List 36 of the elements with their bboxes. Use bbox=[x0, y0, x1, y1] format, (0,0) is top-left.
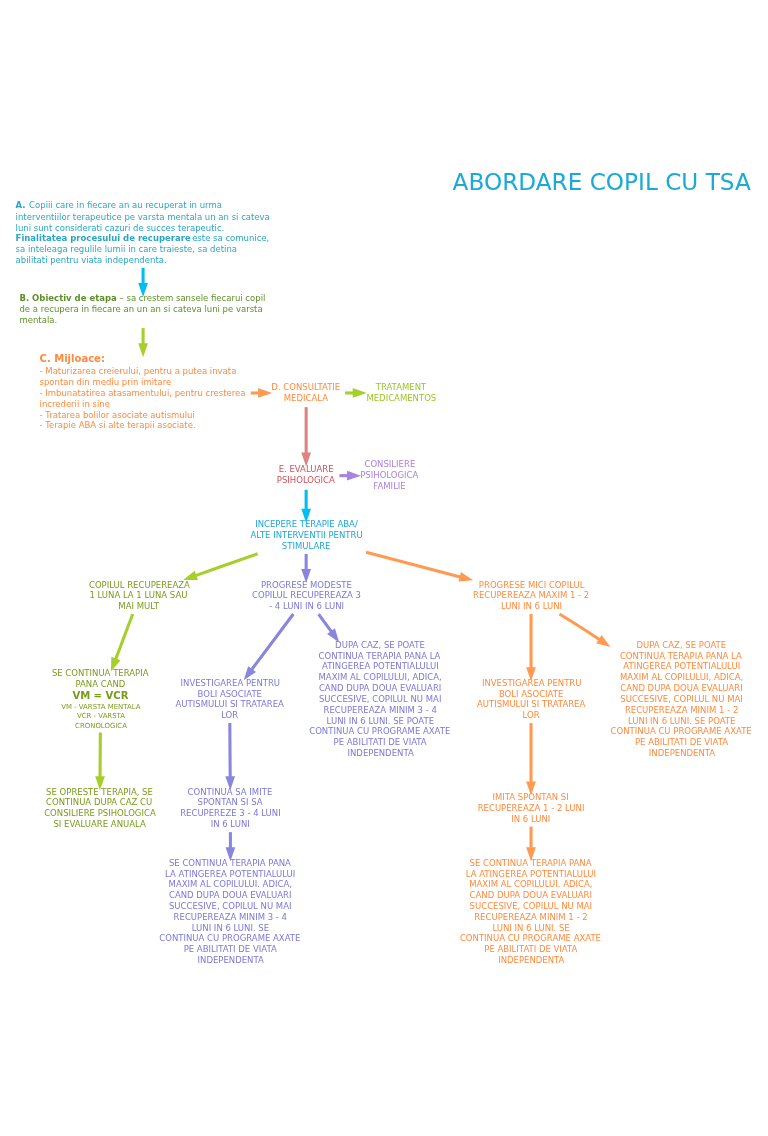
arrow bbox=[225, 723, 236, 791]
node-text: IMITA SPONTAN SI RECUPEREAZA 1 - 2 LUNI IN 6 LUNI bbox=[477, 792, 585, 824]
node-text: CONTINUA SA IMITE SPONTAN SI SA RECUPEREZE 3 - 4 LUNI IN 6 LUNI bbox=[180, 786, 281, 830]
arrow bbox=[183, 552, 259, 580]
arrow bbox=[301, 489, 312, 523]
node-text: DUPA CAZ, SE POATE CONTINUA TERAPIA PANA LA ATINGEREA POTENTIALULUI MAXIM AL COPILULUI, ADICA, CAND DUPA DOUA EVALUARI SUCCESIVE, COPILUL NU MAI RECUPEREAZA MINIM 3 - 4 LUNI IN 6 LUNI. SE POATE CONTINUA CU PROGRAME AXATE PE ABILITATI DE VIATA INDEPENDENTA bbox=[309, 639, 451, 759]
arrow bbox=[317, 613, 340, 643]
arrow bbox=[558, 612, 611, 647]
arrow bbox=[526, 723, 536, 796]
node-text: E. EVALUARE PSIHOLOGICA bbox=[276, 464, 335, 486]
node-text: TRATAMENT MEDICAMENTOS bbox=[366, 381, 437, 403]
node-text: CONSILIERE PSIHOLOGICA FAMILIE bbox=[360, 459, 419, 491]
node-text: A. Copiii care in fiecare an au recuperat in urma interventiilor terapeutice pe varsta mentala un an si cateva luni sunt considerati cazuri de succes terapeutic. Finalitatea procesului de recuperare este sa comunice, sa inteleaga regulile lumii in care traieste, sa detina abilitati pentru viata independenta. bbox=[15, 200, 270, 265]
node-text: INCEPERE TERAPIE ABA/ ALTE INTERVENTII PENTRU STIMULARE bbox=[250, 519, 363, 551]
arrow bbox=[301, 407, 312, 467]
node-text: SE CONTINUA TERAPIA PANA LA ATINGEREA POTENTIALULUI MAXIM AL COPILULUI. ADICA, CAND DUPA DOUA EVALUARI SUCCESIVE, COPILUL NU MAI RECUPEREAZA MINIM 3 - 4 LUNI IN 6 LUNI. SE CONTINUA CU PROGRAME AXATE PE ABILITATI DE VIATA INDEPENDENTA bbox=[159, 857, 301, 966]
arrow bbox=[345, 388, 367, 398]
arrow bbox=[243, 613, 295, 681]
arrow bbox=[526, 614, 536, 682]
node-text: PROGRESE MODESTE COPILUL RECUPEREAZA 3 - 4 LUNI IN 6 LUNI bbox=[252, 579, 362, 612]
arrow bbox=[95, 732, 105, 791]
node-text: INVESTIGAREA PENTRU BOLI ASOCIATE AUTISMULUI SI TRATAREA LOR bbox=[175, 677, 284, 721]
node-text: C. Mijloace: - Maturizarea creierului, pentru a putea invata spontan din mediu prin imitare - Imbunatatirea atasamentului, pentru cresterea increderii in sine - Tratarea bolilor asociate autismului - Terapie ABA si alte terapii asociate. bbox=[39, 353, 246, 431]
node-text: DUPA CAZ, SE POATE CONTINUA TERAPIA PANA LA ATINGEREA POTENTIALULUI MAXIM AL COPILULUI, ADICA, CAND DUPA DOUA EVALUARI SUCCESIVE, COPILUL NU MAI RECUPEREAZA MINIM 1 - 2 LUNI IN 6 LUNI. SE POATE CONTINUA CU PROGRAME AXATE PE ABILITATI DE VIATA INDEPENDENTA bbox=[610, 639, 752, 759]
node-text: SE CONTINUA TERAPIA PANA LA ATINGEREA POTENTIALULUI MAXIM AL COPILULUI. ADICA, CAND DUPA DOUA EVALUARI SUCCESIVE, COPILUL NU MAI RECUPEREAZA MINIM 1 - 2 LUNI IN 6 LUNI. SE CONTINUA CU PROGRAME AXATE PE ABILITATI DE VIATA INDEPENDENTA bbox=[459, 857, 602, 966]
diagram-title: ABORDARE COPIL CU TSA bbox=[452, 167, 751, 195]
node-text: D. CONSULTATIE MEDICALA bbox=[271, 381, 341, 403]
arrow bbox=[110, 613, 135, 672]
arrow bbox=[250, 388, 273, 398]
node-text: SE OPRESTE TERAPIA, SE CONTINUA DUPA CAZ CU CONSILIERE PSIHOLOGICA SI EVALUARE ANUALA bbox=[44, 786, 156, 830]
arrow bbox=[365, 550, 474, 582]
arrow bbox=[526, 826, 536, 862]
node-text: INVESTIGAREA PENTRU BOLI ASOCIATE AUTISMULUI SI TRATAREA LOR bbox=[476, 677, 586, 721]
node-text: PROGRESE MICI COPILUL RECUPEREAZA MAXIM 1 - 2 LUNI IN 6 LUNI bbox=[473, 579, 590, 612]
node-text: COPILUL RECUPEREAZA 1 LUNA LA 1 LUNA SAU MAI MULT bbox=[88, 579, 190, 612]
node-text: B. Obiectiv de etapa – sa crestem sansele fiecarui copil de a recupera in fiecare an un an si cateva luni pe varsta mentala. bbox=[19, 292, 266, 326]
